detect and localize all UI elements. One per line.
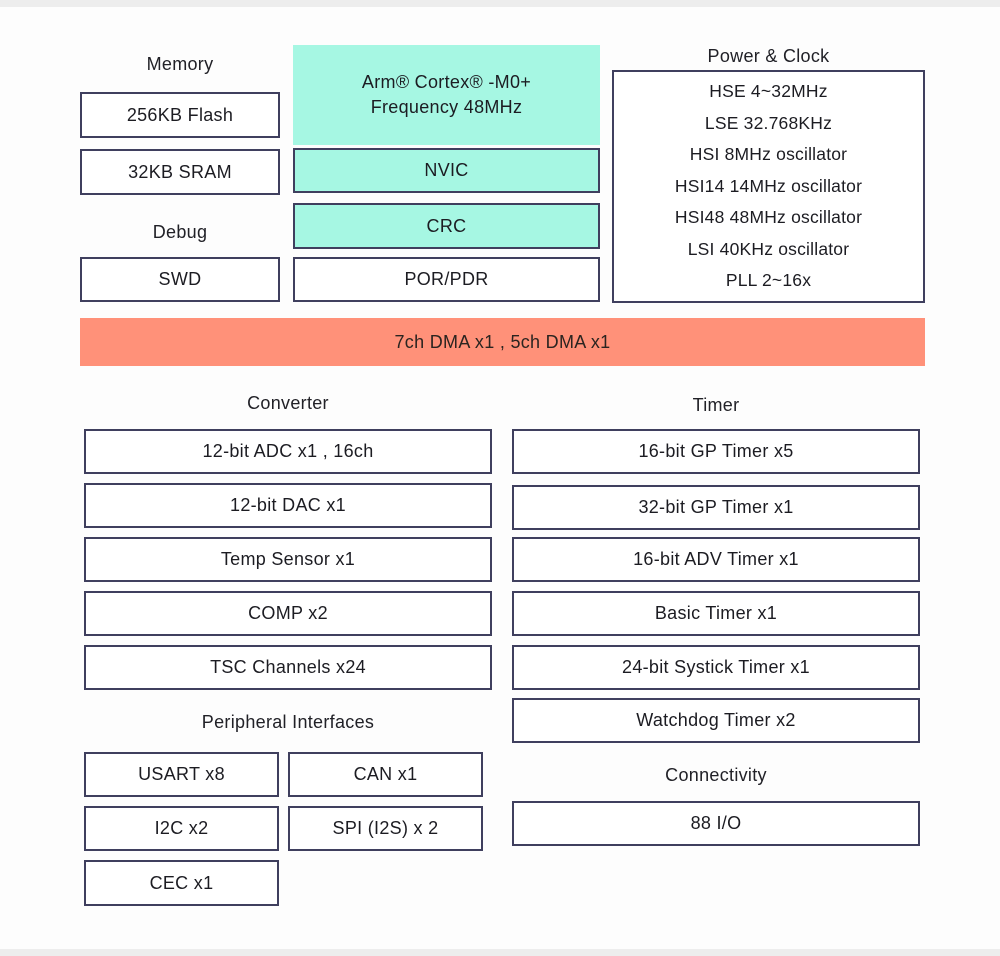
power-clock-item: HSE 4~32MHz <box>709 81 828 102</box>
block-88-io: 88 I/O <box>512 801 920 846</box>
block-16bit-adv-timer: 16-bit ADV Timer x1 <box>512 537 920 582</box>
block-power-clock: HSE 4~32MHz LSE 32.768KHz HSI 8MHz oscil… <box>612 70 925 303</box>
block-por-pdr: POR/PDR <box>293 257 600 302</box>
block-cec: CEC x1 <box>84 860 279 906</box>
block-can: CAN x1 <box>288 752 483 797</box>
peripheral-interfaces-section-label: Peripheral Interfaces <box>201 712 375 732</box>
bottom-edge-strip <box>0 949 1000 956</box>
block-16bit-gp-timer: 16-bit GP Timer x5 <box>512 429 920 474</box>
block-temp-sensor: Temp Sensor x1 <box>84 537 492 582</box>
cpu-title-line2: Frequency 48MHz <box>370 97 523 117</box>
block-cortex-m0plus: Arm® Cortex® -M0+ Frequency 48MHz <box>293 45 600 145</box>
block-dac: 12-bit DAC x1 <box>84 483 492 528</box>
block-i2c: I2C x2 <box>84 806 279 851</box>
top-edge-strip <box>0 0 1000 7</box>
power-clock-item: LSE 32.768KHz <box>704 112 833 133</box>
block-usart: USART x8 <box>84 752 279 797</box>
block-nvic: NVIC <box>293 148 600 193</box>
power-clock-item: HSI 8MHz oscillator <box>689 144 848 165</box>
block-watchdog-timer: Watchdog Timer x2 <box>512 698 920 743</box>
power-clock-item: LSI 40KHz oscillator <box>687 238 850 259</box>
memory-section-label: Memory <box>146 54 214 74</box>
block-dma-bar: 7ch DMA x1 , 5ch DMA x1 <box>80 318 925 366</box>
timer-section-label: Timer <box>692 395 740 415</box>
block-tsc-channels: TSC Channels x24 <box>84 645 492 690</box>
block-crc: CRC <box>293 203 600 249</box>
power-clock-item: HSI14 14MHz oscillator <box>674 175 863 196</box>
block-comp: COMP x2 <box>84 591 492 636</box>
block-spi-i2s: SPI (I2S) x 2 <box>288 806 483 851</box>
block-32kb-sram: 32KB SRAM <box>80 149 280 195</box>
block-32bit-gp-timer: 32-bit GP Timer x1 <box>512 485 920 530</box>
power-clock-section-label: Power & Clock <box>707 46 830 66</box>
block-basic-timer: Basic Timer x1 <box>512 591 920 636</box>
block-systick-timer: 24-bit Systick Timer x1 <box>512 645 920 690</box>
power-clock-item: HSI48 48MHz oscillator <box>674 207 863 228</box>
block-adc: 12-bit ADC x1 , 16ch <box>84 429 492 474</box>
connectivity-section-label: Connectivity <box>665 765 767 785</box>
converter-section-label: Converter <box>247 393 329 413</box>
block-256kb-flash: 256KB Flash <box>80 92 280 138</box>
power-clock-item: PLL 2~16x <box>725 270 812 291</box>
cpu-title-line1: Arm® Cortex® -M0+ <box>361 72 532 92</box>
block-swd: SWD <box>80 257 280 302</box>
debug-section-label: Debug <box>152 222 208 242</box>
